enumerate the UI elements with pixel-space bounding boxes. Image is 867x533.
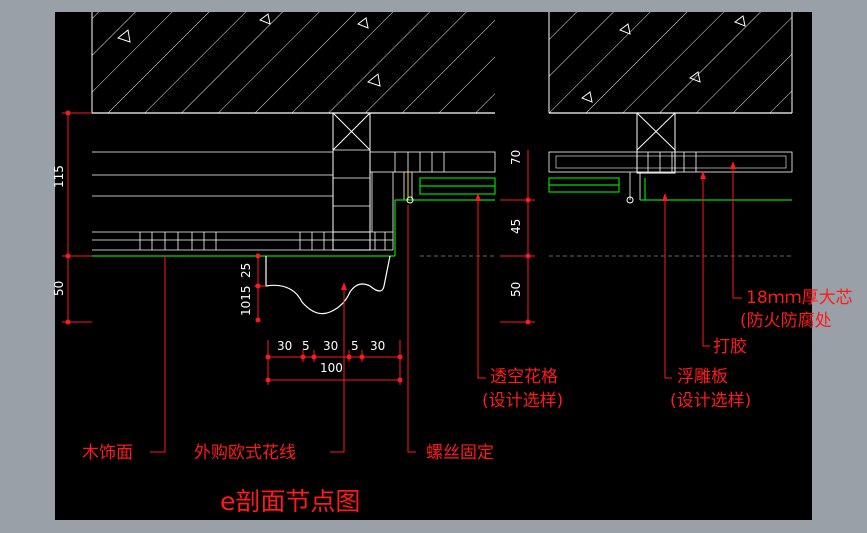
dim-50-right: 50 (509, 282, 523, 297)
lattice-panel (394, 177, 496, 256)
dim-45: 45 (509, 219, 523, 234)
timber-batten-right (636, 112, 676, 174)
drawing-canvas: 115 50 25 1015 30 5 30 5 30 100 70 45 50… (52, 12, 853, 520)
section-drawing: 115 50 25 1015 30 5 30 5 30 100 70 45 50… (52, 12, 853, 516)
screw-symbol (406, 196, 414, 204)
dim-1015: 1015 (239, 285, 253, 316)
label-screw: 螺丝固定 (426, 443, 494, 463)
label-lattice-note: (设计选样) (482, 391, 563, 411)
drawing-title: e剖面节点图 (220, 487, 360, 516)
label-lattice: 透空花格 (490, 367, 558, 387)
label-relief: 浮雕板 (677, 367, 728, 387)
label-wood-face: 木饰面 (82, 443, 133, 463)
dim-70: 70 (509, 150, 523, 165)
dimension-lines (62, 112, 535, 385)
dim-5-a: 5 (302, 339, 310, 353)
dim-30-a: 30 (277, 339, 292, 353)
dim-115: 115 (52, 165, 66, 188)
leader-lines (150, 165, 742, 453)
label-relief-note: (设计选样) (670, 391, 751, 411)
board-joints (139, 232, 386, 250)
wood-layers-left (92, 151, 393, 251)
timber-batten (332, 112, 371, 251)
concrete-slab-right (549, 12, 792, 113)
label-moulding: 外购欧式花线 (194, 443, 296, 463)
dim-30-c: 30 (370, 339, 385, 353)
label-glue: 打胶 (713, 337, 747, 357)
dim-5-b: 5 (351, 339, 359, 353)
aggregate-marks (116, 13, 746, 103)
dim-50-left: 50 (52, 281, 66, 296)
dim-25: 25 (239, 263, 253, 278)
moulding-profile (265, 255, 391, 315)
dim-30-b: 30 (323, 339, 338, 353)
label-core: 18ｍｍ厚大芯 (746, 288, 853, 308)
concrete-slab-left (92, 12, 495, 113)
relief-panel (548, 177, 792, 201)
label-core-note: (防火防腐处 (740, 311, 832, 331)
dim-100: 100 (320, 361, 343, 375)
